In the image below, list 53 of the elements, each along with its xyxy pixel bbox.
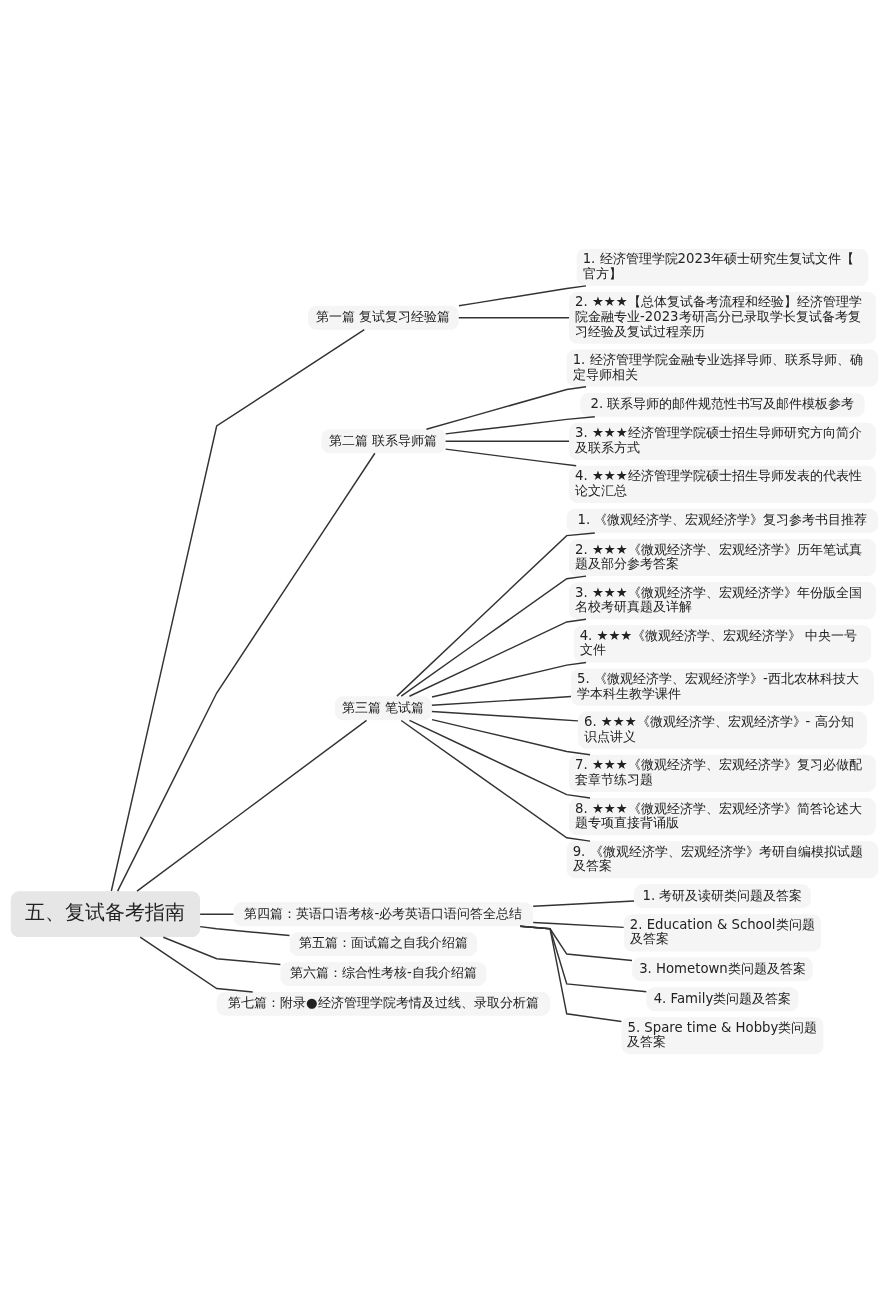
connector [199,912,235,915]
connector [400,574,587,697]
connector [400,719,591,842]
connector [408,719,591,799]
node-box: 4. ★★★经济管理学院硕士招生导师发表的代表性论文汇总 [569,465,876,503]
connector [458,316,570,318]
connector [425,385,587,430]
connector [408,618,587,697]
node-box: 五、复试备考指南 [10,890,201,937]
node-box: 5. Spare time & Hobby类问题及答案 [621,1016,824,1054]
node-box: 第三篇 笔试篇 [334,695,432,720]
node-box: 第四篇：英语口语考核-必考英语口语问答全总结 [233,901,534,926]
node-box: 1. 经济管理学院2023年硕士研究生复试文件【官方】 [576,248,869,286]
node-box: 4. Family类问题及答案 [646,986,799,1011]
connector [116,452,376,892]
connector [444,415,596,435]
connector [431,695,572,706]
connector [532,899,635,907]
node-box: 1. 经济管理学院金融专业选择导师、联系导师、确定导师相关 [566,349,879,387]
node-box: 第二篇 联系导师篇 [321,428,446,453]
node-box: 2. Education & School类问题及答案 [623,913,822,951]
connector [162,936,282,965]
node-box: 6. ★★★《微观经济学、宏观经济学》- 高分知识点讲义 [578,711,867,749]
connector [431,718,591,755]
connector [110,328,366,892]
connector [431,710,579,722]
node-box: 1. 《微观经济学、宏观经济学》复习参考书目推荐 [566,508,879,533]
connector [519,924,623,1022]
connector [396,531,596,697]
connector [136,719,368,892]
node-box: 3. Hometown类问题及答案 [632,956,813,981]
node-box: 7. ★★★《微观经济学、宏观经济学》复习必做配套章节练习题 [569,754,876,792]
connector [431,661,587,698]
node-box: 5. 《微观经济学、宏观经济学》-西北农林科技大学本科生教学课件 [571,667,874,706]
node-box: 3. ★★★经济管理学院硕士招生导师研究方向简介及联系方式 [569,422,876,460]
connector [139,935,254,993]
node-box: 第一篇 复试复习经验篇 [308,305,459,330]
node-box: 2. 联系导师的邮件规范性书写及邮件模板参考 [580,392,865,417]
node-box: 第七篇：附录●经济管理学院考情及过线、录取分析篇 [216,991,551,1016]
node-box: 2. ★★★【总体复试备考流程和经验】经济管理学院金融专业-2023考研高分已录取学长复试备考复习经验及复试过程亲历 [569,291,876,344]
connector [458,284,587,306]
node-box: 第六篇：综合性考核-自我介绍篇 [280,961,487,986]
node-box: 2. ★★★《微观经济学、宏观经济学》历年笔试真题及部分参考答案 [569,538,876,576]
node-box: 1. 考研及读研类问题及答案 [634,883,811,908]
node-box: 第五篇：面试篇之自我介绍篇 [289,931,478,956]
node-box: 8. ★★★《微观经济学、宏观经济学》简答论述大题专项直接背诵版 [569,797,876,835]
node-box: 3. ★★★《微观经济学、宏观经济学》年份版全国名校考研真题及详解 [569,581,876,619]
node-box: 4. ★★★《微观经济学、宏观经济学》 中央一号文件 [573,624,872,662]
connector [199,925,291,936]
connector [532,921,625,928]
node-box: 9. 《微观经济学、宏观经济学》考研自编模拟试题及答案 [566,840,879,878]
connector [444,440,570,442]
connector [444,447,577,467]
